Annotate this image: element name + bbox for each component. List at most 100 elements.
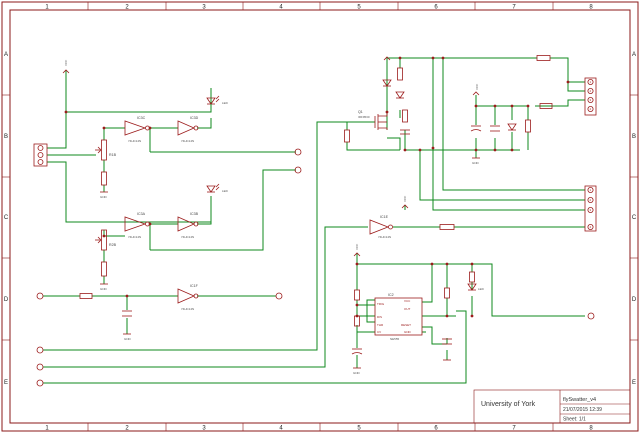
ic2-value: NE555 — [390, 337, 400, 341]
column-label: 3 — [202, 5, 206, 11]
column-label: 5 — [357, 426, 361, 432]
column-label: 5 — [357, 5, 361, 11]
ic3a-value: 74HC14N — [128, 235, 141, 239]
column-label: 2 — [125, 5, 129, 11]
pin-reset: RESET — [401, 323, 411, 327]
vcc-label: VCC — [355, 243, 359, 250]
design-date: 21/07/2015 12:39 — [563, 407, 602, 413]
resistors: R1B R2B — [79, 55, 553, 327]
ic3d-label: IC3D — [190, 116, 199, 120]
column-labels: 1 2 3 4 5 6 7 8 1 2 3 4 5 6 7 8 — [45, 5, 593, 432]
timer-ic2: IC2 NE555 TRIG DIS THR CV OUT RESET VCC … — [374, 293, 423, 341]
pin-trig: TRIG — [377, 302, 385, 306]
row-label: D — [4, 297, 9, 303]
pin-number: 3 — [590, 208, 592, 212]
vcc-label: VCC — [64, 59, 68, 66]
vcc-symbol: VCC — [353, 243, 361, 257]
row-label: B — [632, 134, 636, 140]
column-label: 1 — [45, 5, 49, 11]
pin-dis: DIS — [377, 315, 382, 319]
pin-number: 3 — [590, 98, 592, 102]
test-points — [36, 148, 595, 387]
column-label: 6 — [434, 5, 438, 11]
organization-name: University of York — [481, 401, 536, 408]
ic2-label: IC2 — [388, 293, 394, 297]
gnd-symbol: GND — [353, 367, 361, 375]
pin-number: 1 — [590, 188, 592, 192]
pin-vcc: VCC — [404, 299, 411, 303]
vcc-symbol: VCC — [472, 83, 480, 96]
inverter-ic1e: IC1E 74HC14N — [369, 215, 393, 239]
row-label: E — [4, 380, 8, 386]
row-label: A — [632, 52, 636, 58]
inverter-ic3c: IC3C 74HC14N — [124, 116, 150, 143]
connector-right-top: 1 2 3 4 — [584, 77, 597, 116]
q1-value: IRF9530 — [358, 115, 370, 119]
ic3b-value: 74HC14N — [181, 235, 194, 239]
q1-label: Q1 — [358, 110, 363, 114]
vcc-label: VCC — [475, 83, 479, 90]
pin-out: OUT — [404, 307, 411, 311]
led-icon — [382, 79, 392, 87]
ic3d-value: 74HC14N — [181, 139, 194, 143]
column-label: 7 — [512, 5, 516, 11]
mosfet-q1: Q1 IRF9530 — [358, 110, 388, 130]
trimmer-r2b: R2B — [95, 229, 117, 251]
ic3b-label: IC3B — [190, 212, 199, 216]
column-label: 3 — [202, 426, 206, 432]
row-labels: A B C D E A B C D E — [4, 52, 637, 386]
gnd-symbol: GND — [100, 191, 108, 199]
led-label: LED — [222, 101, 229, 105]
vcc-label: VCC — [403, 195, 407, 202]
pin-number: 2 — [590, 89, 592, 93]
ic1f-label: IC1F — [190, 284, 199, 288]
column-label: 6 — [434, 426, 438, 432]
column-label: 4 — [279, 5, 283, 11]
column-label: 8 — [589, 5, 593, 11]
inverter-ic3a: IC3A 74HC14N — [124, 212, 150, 239]
leds: LED LED LED — [206, 79, 517, 291]
column-label: 1 — [45, 426, 49, 432]
gnd-label: GND — [124, 337, 132, 341]
row-label: C — [632, 215, 637, 221]
row-label: B — [4, 134, 8, 140]
led-icon — [395, 91, 405, 99]
inner-border — [9, 9, 631, 424]
capacitors — [122, 125, 500, 355]
gnd-label: GND — [100, 195, 108, 199]
row-label: A — [4, 52, 8, 58]
pin-thr: THR — [377, 323, 384, 327]
inverter-ic1f: IC1F 74HC14N — [177, 284, 199, 311]
led-icon: LED — [467, 283, 485, 291]
column-label: 7 — [512, 426, 516, 432]
wires — [43, 57, 585, 384]
gnd-label: GND — [100, 287, 108, 291]
row-label: E — [632, 380, 636, 386]
row-label: D — [632, 297, 637, 303]
ic3c-value: 74HC14N — [128, 139, 141, 143]
vcc-symbol — [383, 56, 391, 61]
ic1e-value: 74HC14N — [378, 235, 391, 239]
connector-right-mid: 1 2 3 4 — [584, 185, 597, 232]
pin-number: 1 — [590, 80, 592, 84]
title-block: University of York flySwatter_v4 21/07/2… — [473, 389, 631, 424]
led-label: LED — [478, 287, 485, 291]
pin-cv: CV — [377, 330, 381, 334]
vcc-symbol-left: VCC — [62, 59, 70, 74]
ic1f-value: 74HC14N — [181, 307, 194, 311]
r2b-label: R2B — [109, 243, 117, 247]
led-icon: LED — [206, 183, 229, 193]
vcc-symbol: VCC — [401, 195, 409, 209]
gnd-symbol: GND — [100, 283, 108, 291]
row-label: C — [4, 215, 9, 221]
column-label: 2 — [125, 426, 129, 432]
pin-gnd: GND — [404, 330, 412, 334]
led-label: LED — [222, 189, 229, 193]
ic3c-label: IC3C — [137, 116, 146, 120]
ic1e-label: IC1E — [380, 215, 389, 219]
inverter-ic3d: IC3D 74HC14N — [177, 116, 199, 143]
junctions — [64, 56, 570, 318]
column-label: 8 — [589, 426, 593, 432]
